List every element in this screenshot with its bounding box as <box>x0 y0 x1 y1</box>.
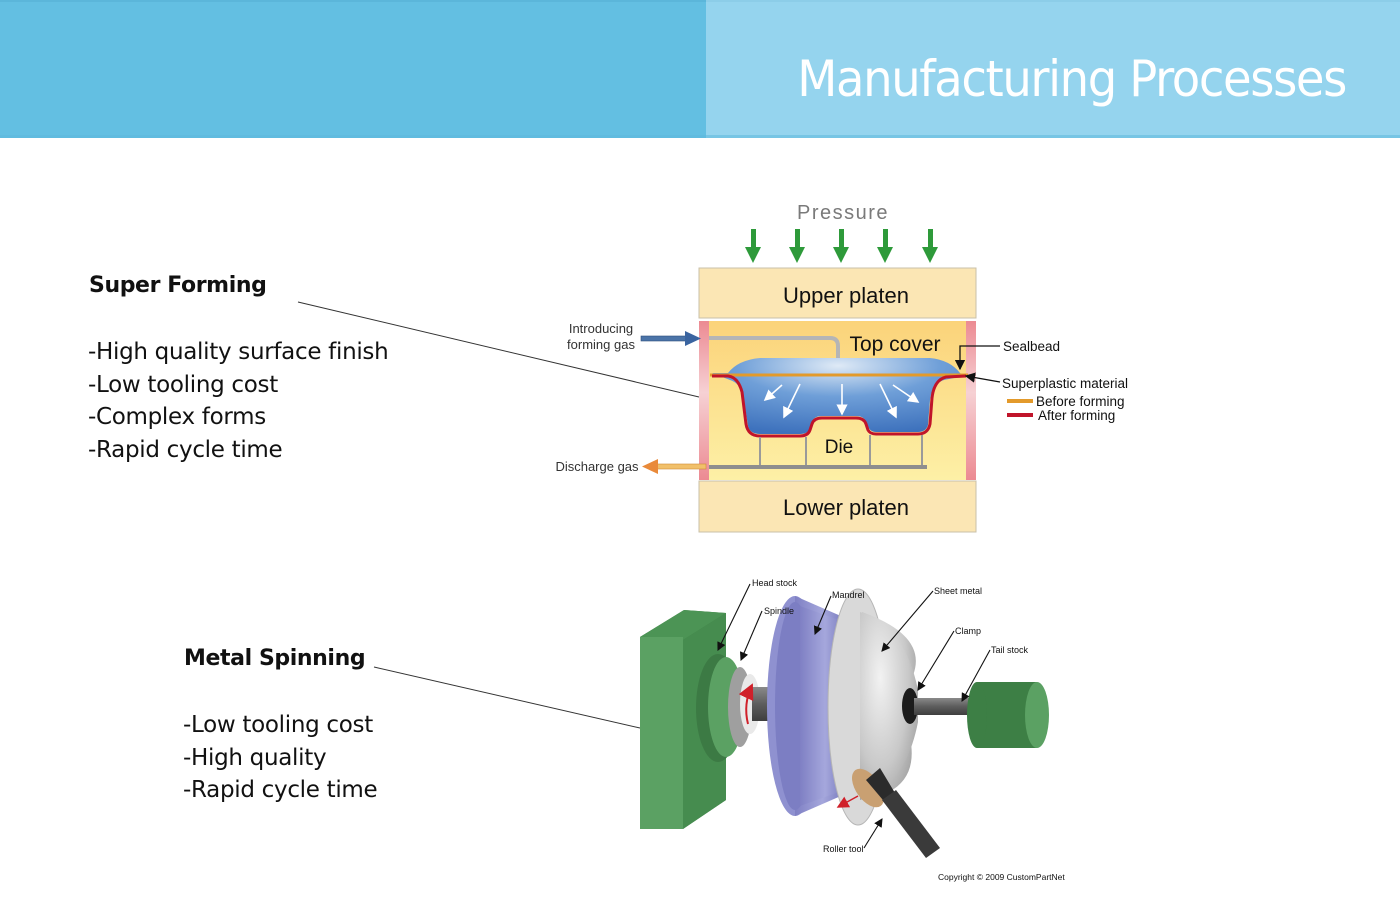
gas-inlet-label-line2: forming gas <box>567 337 635 352</box>
bullet-item: -Rapid cycle time <box>88 436 283 463</box>
legend-after-swatch <box>1007 413 1033 417</box>
chamber-wall-left <box>699 321 709 480</box>
tail-stock-rod <box>914 698 980 715</box>
gas-inlet-label-line1: Introducing <box>569 321 633 336</box>
super-forming-heading: Super Forming <box>89 273 267 298</box>
header-band-left <box>0 0 706 138</box>
mandrel-callout-arrow <box>813 595 832 636</box>
sheet-metal-callout-arrow <box>881 590 934 652</box>
lower-platen-label: Lower platen <box>783 495 909 520</box>
clamp-label: Clamp <box>955 626 981 636</box>
bullet-item: -High quality <box>183 744 327 771</box>
super-forming-leader-line <box>297 301 700 398</box>
header-divider <box>0 135 1400 138</box>
head-stock-callout-arrow <box>717 583 751 651</box>
pressure-arrow-icon <box>833 229 849 263</box>
material-after-forming <box>712 374 967 438</box>
material-label: Superplastic material <box>1002 376 1128 391</box>
super-forming-bullets: -High quality surface finish -Low toolin… <box>88 336 389 466</box>
bullet-item: -Low tooling cost <box>183 712 373 738</box>
roller-tool-label: Roller tool <box>823 844 864 854</box>
bullet-item: -High quality surface finish <box>88 339 389 365</box>
legend-before-swatch <box>1007 399 1033 403</box>
slide-title: Manufacturing Processes <box>797 50 1347 108</box>
copyright-label: Copyright © 2009 CustomPartNet <box>938 872 1065 882</box>
gas-discharge-arrow-icon <box>642 459 707 474</box>
legend-before-label: Before forming <box>1036 394 1125 409</box>
formed-cavity <box>712 358 964 434</box>
gas-inlet-arrow-icon <box>640 331 701 346</box>
upper-platen-label: Upper platen <box>783 283 909 308</box>
spindle-callout-arrow <box>739 610 763 662</box>
pressure-arrow-icon <box>922 229 938 263</box>
upper-platen <box>698 267 977 319</box>
tail-stock-label: Tail stock <box>991 645 1029 655</box>
bullet-item: -Complex forms <box>88 404 266 430</box>
metal-spinning-leader-line <box>373 666 641 729</box>
sealbead-label: Sealbead <box>1003 339 1060 354</box>
tail-stock-cylinder <box>967 682 1049 748</box>
lower-platen <box>698 480 977 533</box>
super-forming-diagram: Pressure Upper platen <box>555 202 1128 533</box>
sealbead-callout-arrow <box>954 345 1000 371</box>
roller-tool-callout-arrow <box>863 818 883 849</box>
pressure-arrow-icon <box>877 229 893 263</box>
bullet-item: -Rapid cycle time <box>183 777 378 803</box>
roller-tool <box>852 768 940 858</box>
chamber-wall-right <box>966 321 976 480</box>
material-callout-arrow <box>964 372 1001 383</box>
metal-spinning-diagram: Head stock Spindle Mandrel Sheet metal C… <box>640 578 1065 882</box>
pressure-label: Pressure <box>797 202 889 224</box>
gas-inlet-pipe <box>709 336 840 362</box>
sheet-metal-label: Sheet metal <box>934 586 982 596</box>
rotation-arrow-icon <box>738 683 754 725</box>
legend-after-label: After forming <box>1038 408 1115 423</box>
pressure-arrow-icon <box>745 229 761 263</box>
clamp-callout-arrow <box>917 630 955 691</box>
head-stock-label: Head stock <box>752 578 798 588</box>
spindle-label: Spindle <box>764 606 794 616</box>
pressure-arrow-icon <box>789 229 805 263</box>
pressure-arrows <box>745 229 938 263</box>
header-band-right <box>706 0 1400 138</box>
metal-spinning-heading: Metal Spinning <box>184 646 366 671</box>
die-base-plate <box>709 465 927 469</box>
mandrel-label: Mandrel <box>832 590 865 600</box>
tail-stock-callout-arrow <box>961 649 991 702</box>
die-supports <box>759 435 923 466</box>
top-cover-label: Top cover <box>849 333 940 356</box>
die-label: Die <box>825 437 854 458</box>
gas-flow-arrows <box>763 383 920 419</box>
gas-discharge-label: Discharge gas <box>555 459 639 474</box>
feed-arrow-icon <box>836 795 859 808</box>
metal-spinning-bullets: -Low tooling cost -High quality -Rapid c… <box>183 709 378 807</box>
bullet-item: -Low tooling cost <box>88 371 278 398</box>
